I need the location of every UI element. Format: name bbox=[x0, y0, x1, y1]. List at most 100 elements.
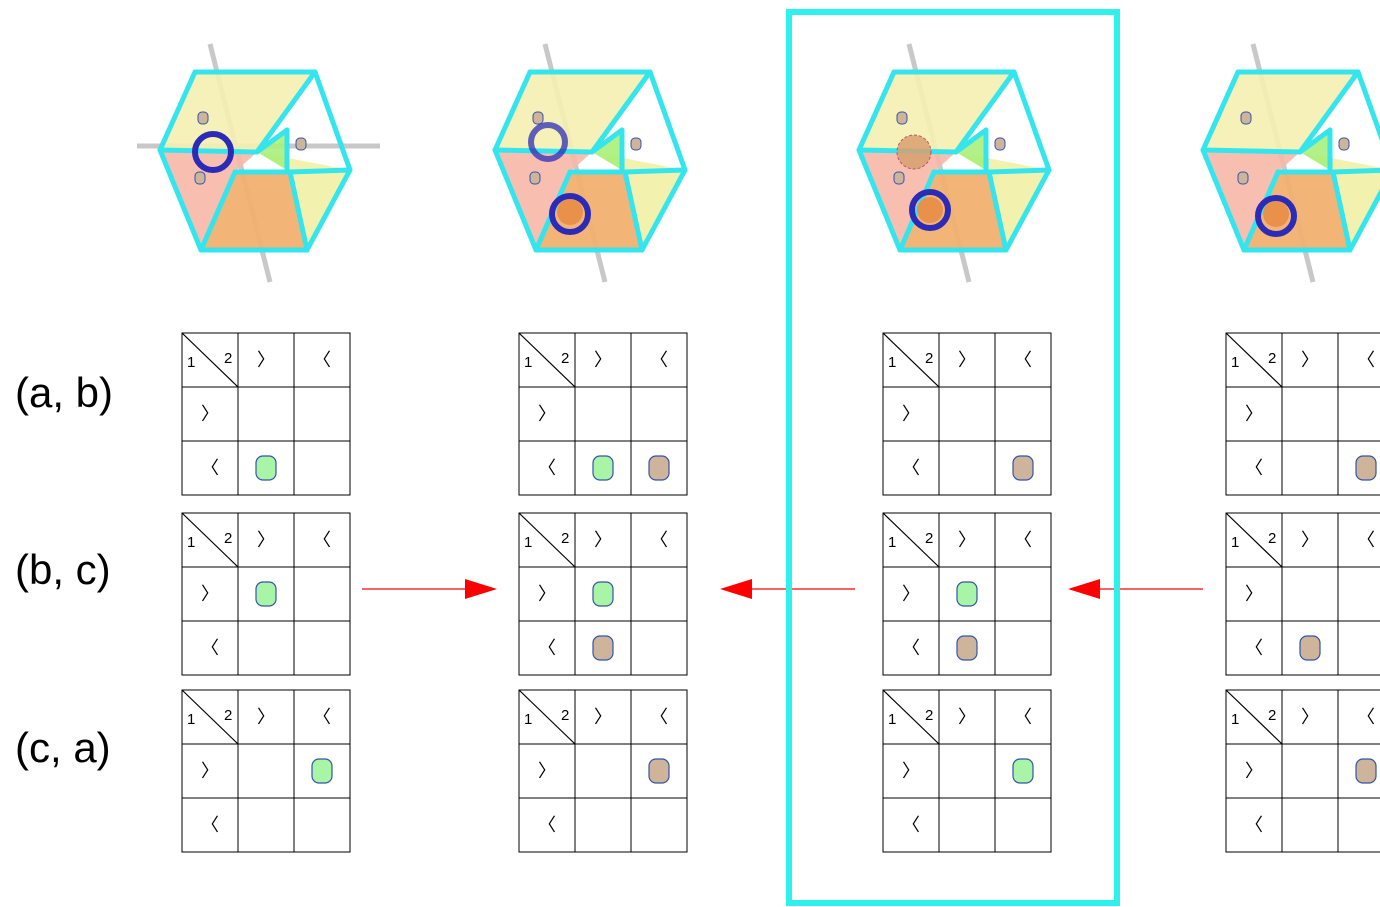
corner-col-label: 2 bbox=[561, 350, 569, 367]
cube-dot bbox=[994, 137, 1006, 151]
green-marker bbox=[956, 581, 978, 607]
cube-illustrations bbox=[137, 43, 1380, 283]
cube-edge bbox=[1297, 127, 1333, 155]
cube-edge bbox=[254, 127, 290, 155]
cube-edge bbox=[622, 167, 688, 175]
cube-center-triangle bbox=[956, 130, 986, 170]
cube-edge bbox=[492, 147, 595, 155]
corner-col-label: 2 bbox=[925, 350, 933, 367]
grid-border bbox=[1225, 689, 1380, 853]
cube-center-triangle bbox=[1300, 130, 1330, 170]
corner-diagonal bbox=[181, 512, 239, 568]
col-header-gt: 〉 bbox=[257, 350, 275, 371]
row-header-gt: 〉 bbox=[902, 761, 920, 782]
green-marker bbox=[255, 455, 277, 481]
col-header-gt: 〉 bbox=[958, 530, 976, 551]
cube-panel1 bbox=[137, 43, 380, 283]
tan-marker bbox=[648, 758, 670, 784]
corner-row-label: 1 bbox=[524, 354, 532, 371]
ghost-ball bbox=[896, 134, 932, 170]
cube-dot bbox=[1338, 137, 1350, 151]
cube-panel2 bbox=[492, 43, 688, 283]
corner-diagonal bbox=[1225, 689, 1283, 745]
tan-marker bbox=[1299, 635, 1321, 661]
cube-edge bbox=[1200, 147, 1303, 155]
orange-ball bbox=[557, 199, 583, 225]
corner-col-label: 2 bbox=[1268, 707, 1276, 724]
cube-right-face bbox=[257, 152, 350, 250]
cube-edge bbox=[492, 69, 533, 153]
corner-col-label: 2 bbox=[224, 707, 232, 724]
cube-edge bbox=[622, 169, 645, 253]
col-header-lt: 〈 bbox=[1357, 707, 1375, 728]
cube-top-face bbox=[160, 72, 315, 152]
col-header-gt: 〉 bbox=[958, 350, 976, 371]
cube-edge bbox=[304, 167, 353, 253]
arrow-right-1 bbox=[362, 579, 497, 599]
cube-edge bbox=[254, 69, 318, 155]
col-header-gt: 〉 bbox=[1301, 350, 1319, 371]
corner-row-label: 1 bbox=[187, 354, 195, 371]
row-label-ab: (a, b) bbox=[15, 369, 113, 416]
cube-edge bbox=[589, 69, 653, 155]
corner-row-label: 1 bbox=[888, 354, 896, 371]
corner-diagonal bbox=[518, 512, 576, 568]
col-header-lt: 〈 bbox=[650, 350, 668, 371]
cube-edge bbox=[986, 167, 1052, 175]
corner-col-label: 2 bbox=[925, 530, 933, 547]
col-header-lt: 〈 bbox=[1014, 530, 1032, 551]
tan-marker bbox=[956, 635, 978, 661]
cube-dot bbox=[529, 171, 541, 185]
cube-center-triangle bbox=[257, 130, 287, 170]
cube-edge bbox=[157, 147, 260, 155]
cube-edge bbox=[1347, 188, 1380, 253]
cube-dot bbox=[197, 111, 209, 125]
cube-edge bbox=[287, 169, 310, 253]
col-header-lt: 〈 bbox=[1014, 707, 1032, 728]
tan-marker bbox=[1355, 758, 1377, 784]
cube-dot bbox=[896, 111, 908, 125]
row-header-gt: 〉 bbox=[1245, 761, 1263, 782]
row-header-lt: 〈 bbox=[538, 638, 556, 659]
cube-right-face bbox=[956, 152, 1049, 250]
cube-dot bbox=[893, 171, 905, 185]
cube-top-face bbox=[1203, 72, 1358, 152]
ring-marker bbox=[192, 131, 234, 173]
corner-diagonal bbox=[518, 332, 576, 388]
cube-edge bbox=[953, 69, 1017, 155]
green-marker bbox=[592, 581, 614, 607]
cube-edge bbox=[897, 169, 937, 253]
green-marker bbox=[255, 581, 277, 607]
col-header-lt: 〈 bbox=[1357, 350, 1375, 371]
tan-marker bbox=[1012, 455, 1034, 481]
row-header-gt: 〉 bbox=[201, 404, 219, 425]
corner-col-label: 2 bbox=[1268, 530, 1276, 547]
col-header-lt: 〈 bbox=[313, 707, 331, 728]
corner-diagonal bbox=[181, 689, 239, 745]
cube-edge bbox=[953, 127, 989, 155]
row-header-gt: 〉 bbox=[201, 761, 219, 782]
cube-edge bbox=[856, 69, 897, 153]
corner-row-label: 1 bbox=[1231, 711, 1239, 728]
row-header-lt: 〈 bbox=[1245, 638, 1263, 659]
corner-diagonal bbox=[181, 332, 239, 388]
cube-edge bbox=[1011, 69, 1052, 173]
cube-edge bbox=[492, 147, 539, 253]
corner-diagonal bbox=[518, 689, 576, 745]
cube-edge bbox=[1200, 147, 1247, 253]
col-header-gt: 〉 bbox=[594, 350, 612, 371]
col-header-gt: 〉 bbox=[594, 530, 612, 551]
arrow-left-3 bbox=[1068, 579, 1203, 599]
